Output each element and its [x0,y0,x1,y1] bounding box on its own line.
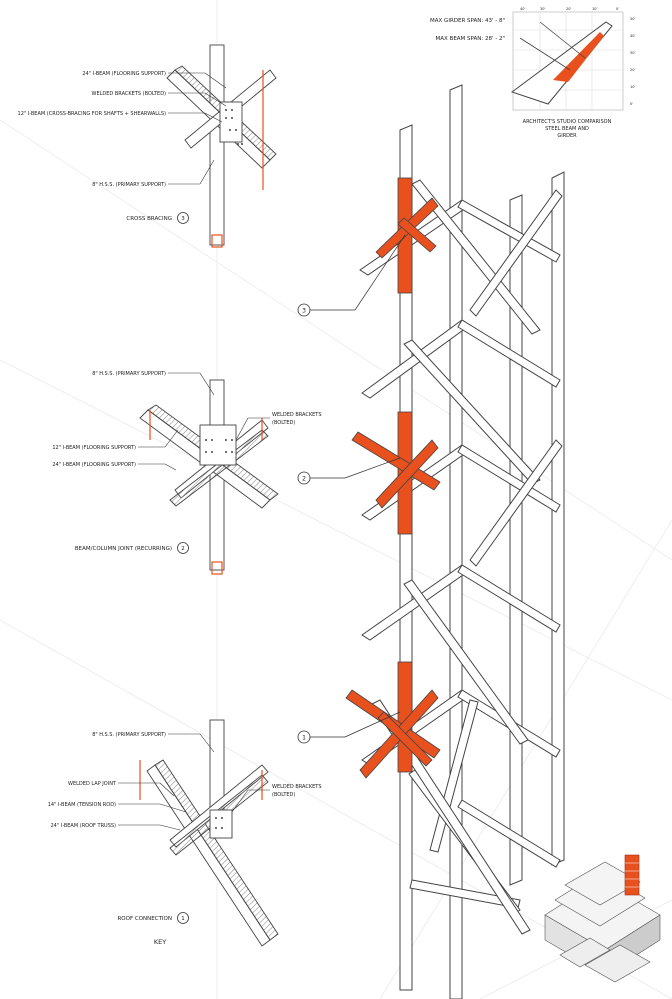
highlight-node-2 [351,411,441,535]
left-tick: 10' [630,85,635,89]
tower-callout-1: 1 [297,711,401,744]
detail-3-number: 3 [181,216,185,222]
left-tick: 40' [630,34,635,38]
highlight-node-1 [345,661,441,779]
detail-2-right-label: (BOLTED) [272,420,295,426]
detail-1-labels [118,733,270,831]
top-tick: 20' [566,7,571,11]
detail-beam-column-joint [139,379,279,575]
top-tick: 40' [520,7,525,11]
span-comparison-chart: MAX GIRDER SPAN: 43' - 8" MAX BEAM SPAN:… [430,7,635,139]
detail-1-label: 14" I-BEAM (TENSION ROD) [48,802,116,808]
detail-roof-connection [139,719,279,947]
detail-3-title: CROSS BRACING [126,216,172,222]
detail-1-label: WELDED LAP JOINT [68,781,117,787]
detail-3-label: 24" I-BEAM (FLOORING SUPPORT) [82,71,166,77]
detail-2-title: BEAM/COLUMN JOINT (RECURRING) [75,546,172,552]
key-building-thumbnail [544,854,661,983]
top-tick: 0' [616,7,619,11]
top-tick: 10' [592,7,597,11]
girder-span-label: MAX GIRDER SPAN: 43' - 8" [430,18,505,24]
detail-1-label: 24" I-BEAM (ROOF TRUSS) [50,823,116,829]
beam-span-label: MAX BEAM SPAN: 28' - 2" [436,36,505,42]
title-block-sub2: GIRDER [557,133,577,139]
detail-3-label: WELDED BRACKETS (BOLTED) [92,91,167,97]
tower-callout-2: 2 [297,457,401,485]
tower-axonometric [359,84,565,999]
left-tick: 20' [630,68,635,72]
title-block-sub1: STEEL BEAM AND [545,126,589,132]
detail-3-label: 8" H.S.S. (PRIMARY SUPPORT) [92,182,166,188]
callout-number: 1 [302,735,306,742]
highlight-node-3 [375,177,439,294]
detail-1-title: ROOF CONNECTION [117,916,172,922]
callout-number: 3 [302,308,306,315]
detail-1-number-badge [177,912,189,924]
detail-2-number-badge [177,542,189,554]
detail-3-labels [168,72,227,185]
detail-cross-bracing [166,44,277,248]
left-tick: 30' [630,51,635,55]
detail-2-label: 24" I-BEAM (FLOORING SUPPORT) [52,462,136,468]
detail-2-number: 2 [181,546,185,552]
girder-span-shape [510,21,613,105]
detail-1-right-label: (BOLTED) [272,792,295,798]
key-label: KEY [154,938,166,946]
detail-2-label: 8" H.S.S. (PRIMARY SUPPORT) [92,371,166,377]
detail-3-number-badge [177,212,189,224]
detail-2-labels [138,372,270,471]
beam-span-shape [553,32,604,82]
callout-number: 2 [302,476,306,483]
detail-2-right-label: WELDED BRACKETS [272,412,322,418]
detail-1-right-label: WELDED BRACKETS [272,784,322,790]
top-tick: 30' [540,7,545,11]
title-block-heading: ARCHITECT'S STUDIO COMPARISON [523,119,612,125]
left-tick: 0' [630,102,633,106]
detail-1-label: 8" H.S.S. (PRIMARY SUPPORT) [92,732,166,738]
left-tick: 50' [630,17,635,21]
detail-3-label: 12" I-BEAM (CROSS-BRACING FOR SHAFTS + S… [18,111,167,117]
detail-1-number: 1 [181,916,185,922]
detail-2-label: 12" I-BEAM (FLOORING SUPPORT) [52,445,136,451]
tower-callout-3: 3 [297,234,406,317]
